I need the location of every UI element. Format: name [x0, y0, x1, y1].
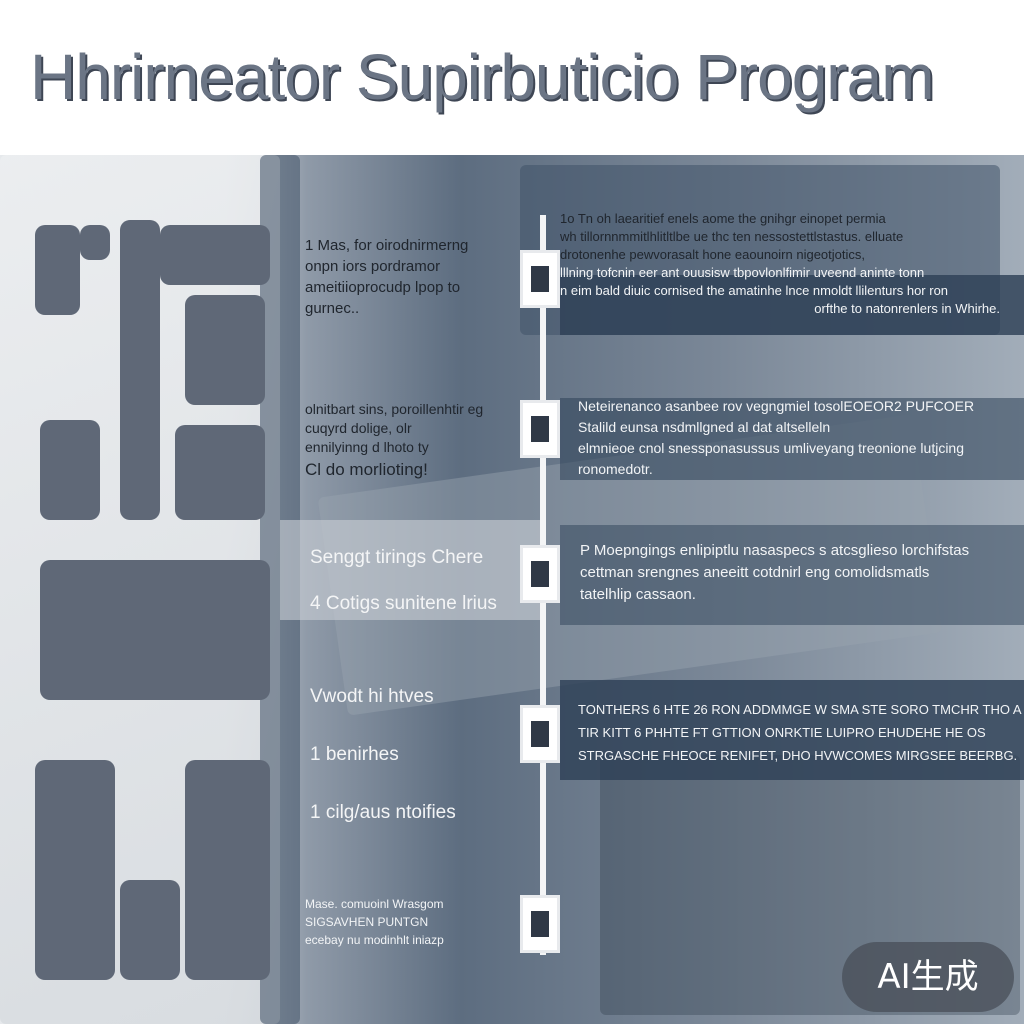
step-icon — [531, 416, 549, 442]
timeline-node — [520, 705, 560, 763]
step-band-left — [280, 520, 540, 620]
timeline-node — [520, 545, 560, 603]
text-line: SIGSAVHEN PUNTGN — [305, 915, 429, 929]
text-line: cettman srengnes aneeitt cotdnirl eng co… — [580, 564, 930, 581]
timeline-node — [520, 895, 560, 953]
text-line: Mase. comuoinl Wrasgom — [305, 897, 444, 911]
step-band — [560, 525, 1024, 625]
step-3-left-text: Senggt tirings Chere 4 Cotigs sunitene l… — [310, 535, 530, 627]
step-icon — [531, 266, 549, 292]
text-line: Neteirenanco asanbee rov vegngmiel tosol… — [578, 398, 975, 414]
text-line: TONTHERS 6 HTE 26 RON ADDMMGE W SMA STE … — [578, 702, 1022, 717]
glyph-block — [80, 225, 110, 260]
page-title: Hhrirneator Supirbuticio Program — [30, 41, 935, 113]
text-line: olnitbart sins, poroillenhtir eg — [305, 401, 484, 417]
step-icon — [531, 721, 549, 747]
text-line: ameitiioprocudp lpop to — [305, 279, 461, 296]
step-4-right-text: TONTHERS 6 HTE 26 RON ADDMMGE W SMA STE … — [578, 698, 1022, 767]
text-line: ecebay nu modinhlt iniazp — [305, 933, 444, 947]
glyph-block — [120, 220, 160, 520]
glyph-block — [40, 560, 270, 700]
step-band — [560, 680, 1024, 780]
step-icon — [531, 561, 549, 587]
text-line: TIR KITT 6 PHHTE FT GTTION ONRKTIE LUIPR… — [578, 725, 986, 740]
text-line: Cl do morlioting! — [305, 460, 428, 479]
timeline-node — [520, 400, 560, 458]
text-line: 1 cilg/aus ntoifies — [310, 802, 456, 823]
text-line: 4 Cotigs sunitene lrius — [310, 593, 497, 614]
text-line: cuqyrd dolige, olr — [305, 420, 412, 436]
glyph-block — [185, 295, 265, 405]
glyph-block — [175, 425, 265, 520]
text-line: onpn iors pordramor — [305, 258, 441, 275]
text-line: lllning tofcnin eer ant ouusisw tbpovlon… — [560, 265, 925, 280]
text-line: gurnec.. — [305, 300, 360, 317]
step-band — [560, 398, 1024, 480]
glyph-block — [120, 880, 180, 980]
glyph-block — [40, 420, 100, 520]
text-line: n eim bald diuic cornised the amatinhe l… — [560, 283, 949, 298]
text-line: orfthe to natonrenlers in Whirhe. — [814, 301, 1000, 316]
text-line: P Moepngings enlipiptlu nasaspecs s atcs… — [580, 542, 970, 559]
step-2-right-text: Neteirenanco asanbee rov vegngmiel tosol… — [578, 396, 1008, 480]
text-line: wh tillornnmmitlhlitltlbe ue thc ten nes… — [560, 229, 904, 244]
text-line: Senggt tirings Chere — [310, 547, 484, 568]
timeline-node — [520, 250, 560, 308]
ai-generated-badge: AI生成 — [842, 942, 1014, 1012]
step-4-left-text: Vwodt hi htves 1 benirhes 1 cilg/aus nto… — [310, 668, 530, 842]
text-line: STRGASCHE FHEOCE RENIFET, DHO HVWCOMES M… — [578, 748, 1018, 763]
text-line: 1 benirhes — [310, 744, 399, 765]
text-line: ennilyinng d lhoto ty — [305, 439, 429, 455]
glyph-block — [185, 760, 270, 980]
glyph-block — [160, 225, 270, 285]
glyph-block — [35, 225, 80, 315]
text-line: 1o Tn oh laearitief enels aome the gnihg… — [560, 211, 886, 226]
step-1-left-text: 1 Mas, for oirodnirmerng onpn iors pordr… — [305, 235, 515, 319]
text-line: 1 Mas, for oirodnirmerng — [305, 237, 469, 254]
step-2-left-text: olnitbart sins, poroillenhtir eg cuqyrd … — [305, 400, 515, 483]
text-line: elmnieoe cnol snessponasussus umliveyang… — [578, 440, 965, 456]
step-icon — [531, 911, 549, 937]
step-1-right-text: 1o Tn oh laearitief enels aome the gnihg… — [560, 210, 1000, 318]
text-line: Stalild eunsa nsdmllgned al dat altselle… — [578, 419, 831, 435]
text-line: tatelhlip cassaon. — [580, 586, 696, 603]
glyph-block — [35, 760, 115, 980]
text-line: ronomedotr. — [578, 461, 653, 477]
text-line: Vwodt hi htves — [310, 686, 434, 707]
text-line: drotonenhe pewvorasalt hone eaounoirn ni… — [560, 247, 865, 262]
step-5-left-text: Mase. comuoinl Wrasgom SIGSAVHEN PUNTGN … — [305, 895, 515, 949]
step-3-right-text: P Moepngings enlipiptlu nasaspecs s atcs… — [580, 540, 1010, 606]
header-banner: Hhrirneator Supirbuticio Program — [0, 0, 1024, 155]
step-band — [560, 275, 1024, 335]
